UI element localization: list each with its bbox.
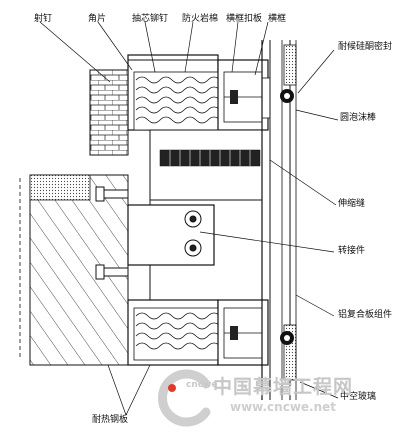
anchor-bolts: [95, 186, 129, 280]
label-expansion-joint: 伸缩缝: [338, 199, 366, 209]
watermark-site-name: 中国幕墙工程网: [213, 376, 354, 398]
label-nail: 射钉: [34, 14, 53, 24]
label-sealant: 耐候硅酮密封: [338, 42, 393, 52]
label-connector: 转接件: [338, 246, 366, 256]
label-aluminum-panel: 铝复合板组件: [338, 310, 393, 320]
leader-lines: [39, 21, 339, 416]
label-steel-plate: 耐热钢板: [92, 415, 129, 425]
bolt: [184, 210, 202, 257]
watermark-site-url: www.cncwe.net: [230, 400, 337, 414]
label-frame: 横框: [268, 14, 287, 24]
concrete-slab: [19, 174, 129, 366]
label-rockwool: 防火岩棉: [182, 14, 219, 24]
connector-plate: [127, 204, 215, 266]
watermark-logo-text: cncwe: [186, 380, 218, 390]
brick-wall: [89, 69, 129, 156]
label-rivet: 抽芯铆钉: [132, 14, 169, 24]
label-glass: 中空玻璃: [340, 392, 377, 402]
sealant-beads: [280, 89, 294, 345]
label-angle: 角片: [88, 14, 107, 24]
label-foam-rod: 圆泡沫棒: [340, 113, 377, 123]
lower-transom: [217, 299, 269, 366]
label-frame-clip: 横框扣板: [226, 14, 263, 24]
watermark-logo-icon: [158, 369, 211, 427]
